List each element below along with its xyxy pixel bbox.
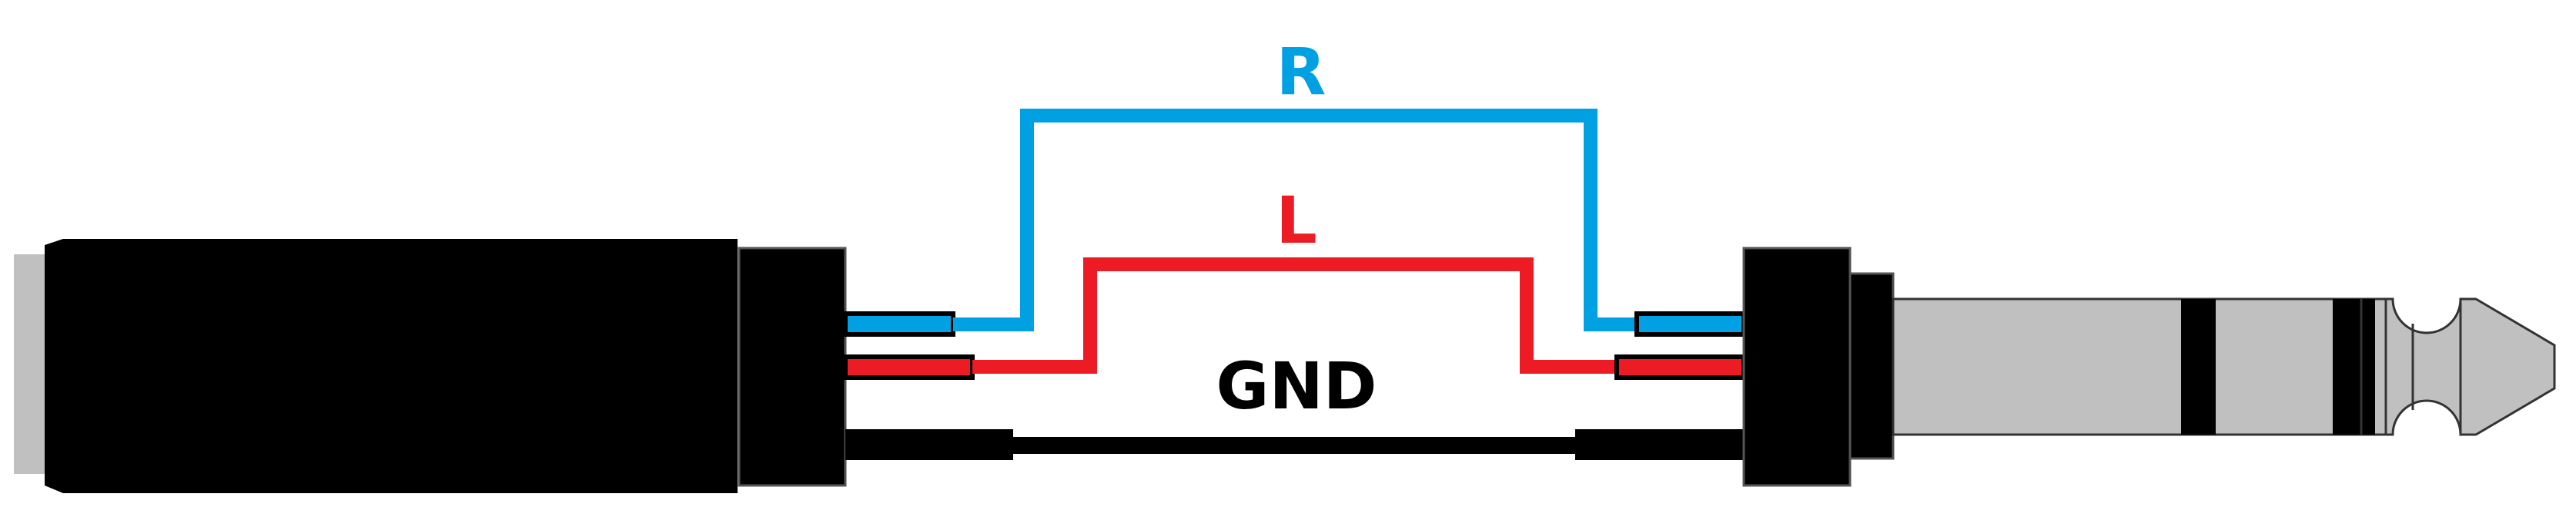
- jack-collar: [738, 247, 847, 487]
- wires: [953, 109, 1637, 454]
- labels: R L GND: [1216, 34, 1377, 424]
- plug-tip: [2384, 297, 2556, 436]
- plug-nut: [1848, 272, 1895, 460]
- left-channel-label: L: [1276, 183, 1317, 258]
- jack-red-sleeve: [843, 354, 975, 380]
- plug-shaft: [1892, 297, 2387, 436]
- plug-handle: [1742, 247, 1852, 487]
- jack-blue-sleeve: [843, 311, 955, 337]
- plug-blue-sleeve: [1634, 311, 1746, 337]
- plug-insulator-ring-2: [2333, 299, 2375, 435]
- plug-insulator-ring-1: [2181, 299, 2216, 435]
- jack-body: [45, 239, 738, 493]
- ground-label: GND: [1216, 348, 1377, 424]
- jack-ground-sleeve: [845, 429, 1013, 460]
- jack-rear-tab: [14, 254, 45, 474]
- left-channel-wire: [972, 257, 1617, 374]
- plug-red-sleeve: [1614, 354, 1746, 380]
- right-channel-label: R: [1276, 34, 1326, 109]
- right-channel-wire: [953, 109, 1637, 331]
- trs-plug-connector: [1575, 247, 2556, 487]
- female-jack-connector: [14, 239, 1013, 493]
- plug-ground-sleeve: [1575, 429, 1743, 460]
